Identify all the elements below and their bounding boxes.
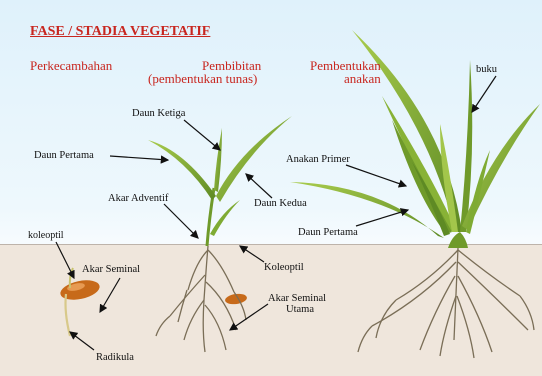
phase-perkecambahan: Perkecambahan <box>30 58 112 74</box>
tillering-plant <box>290 30 540 358</box>
diagram-title: FASE / STADIA VEGETATIF <box>30 24 210 40</box>
label-daun-pertama-right: Daun Pertama <box>298 227 358 238</box>
label-akar-seminal-utama-2: Utama <box>286 304 314 315</box>
label-radikula: Radikula <box>96 352 134 363</box>
phase-pembentukan-tunas: (pembentukan tunas) <box>148 71 257 87</box>
label-daun-pertama-left: Daun Pertama <box>34 150 94 161</box>
label-daun-ketiga: Daun Ketiga <box>132 108 185 119</box>
label-akar-seminal-utama-1: Akar Seminal <box>268 293 326 304</box>
label-koleoptil-left: koleoptil <box>28 230 64 241</box>
label-koleoptil-mid: Koleoptil <box>264 262 304 273</box>
seedling-plant <box>148 116 292 352</box>
pointer-arrows <box>56 76 496 350</box>
label-akar-adventif: Akar Adventif <box>108 193 168 204</box>
label-buku: buku <box>476 64 497 75</box>
phase-anakan: anakan <box>344 71 381 87</box>
label-anakan-primer: Anakan Primer <box>286 154 350 165</box>
label-daun-kedua: Daun Kedua <box>254 198 307 209</box>
label-akar-seminal: Akar Seminal <box>82 264 140 275</box>
germinating-seed <box>59 268 102 336</box>
